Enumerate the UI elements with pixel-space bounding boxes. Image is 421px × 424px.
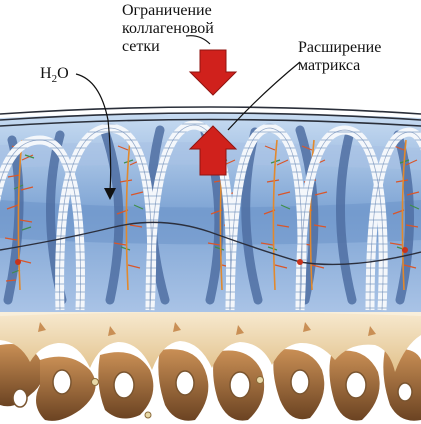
water-label-h: H	[40, 65, 52, 82]
collagen-network-label: Ограничение коллагеновой сетки	[122, 2, 214, 56]
expansion-arrow	[188, 125, 238, 176]
chondrocytes	[15, 247, 408, 265]
compression-arrow	[188, 49, 238, 96]
matrix-expansion-label: Расширение матрикса	[298, 39, 381, 75]
water-label-subscript: 2	[51, 73, 58, 86]
matrix-expansion-label-line1: Расширение	[298, 39, 382, 56]
h2o-arrowhead	[104, 188, 116, 200]
water-label-o: O	[57, 65, 69, 82]
leader-lines	[75, 35, 301, 193]
matrix-expansion-label-line2: матрикса	[298, 57, 361, 74]
collagen-network-label-line2: коллагеновой	[122, 20, 214, 37]
water-label: H2O	[40, 65, 69, 88]
surface-collagen-lines	[0, 106, 421, 127]
collagen-network-label-line3: сетки	[122, 38, 160, 55]
collagen-network-label-line1: Ограничение	[122, 2, 212, 19]
cross-fibre	[0, 221, 421, 266]
collagen-fibre-outlines	[0, 124, 421, 311]
